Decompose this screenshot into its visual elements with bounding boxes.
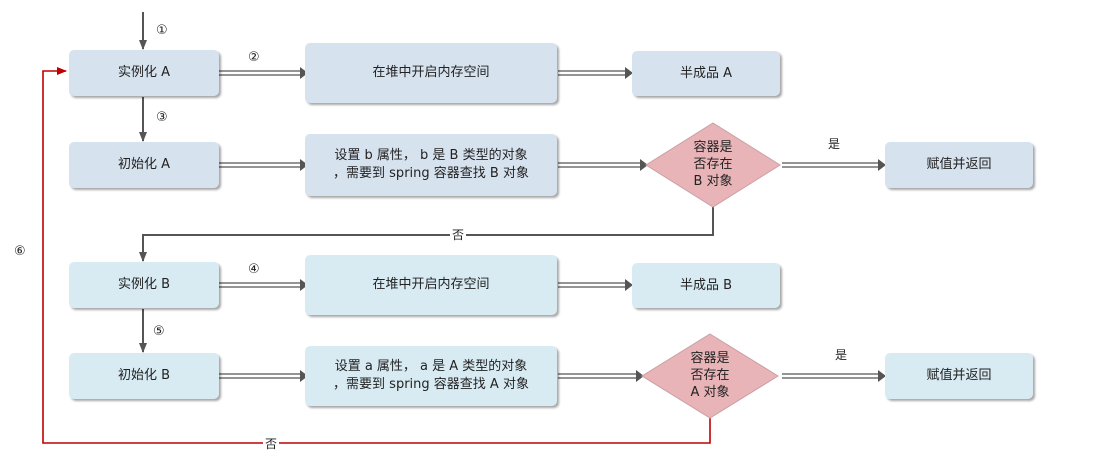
check-b-line-2: 否存在	[693, 157, 733, 172]
step-1-label: ①	[156, 23, 168, 38]
set-b-line-1: 设置 b 属性， b 是 B 类型的对象	[334, 148, 528, 163]
decision-diamond-b	[645, 122, 781, 208]
no-label-1: 否	[450, 228, 467, 242]
set-b-node: 设置 b 属性， b 是 B 类型的对象 ，需要到 spring 容器查找 B …	[305, 134, 557, 196]
arrow-heads	[300, 67, 886, 382]
return-2-label: 赋值并返回	[926, 368, 992, 383]
heap-alloc-b-label: 在堆中开启内存空间	[372, 277, 490, 292]
step-2-label: ②	[248, 50, 260, 65]
semi-product-a-label: 半成品 A	[679, 65, 733, 81]
instantiate-a-node: 实例化 A	[69, 50, 219, 96]
no-path-1	[139, 206, 714, 262]
semi-product-a-node: 半成品 A	[632, 51, 780, 96]
check-b-line-3: B 对象	[693, 174, 733, 189]
return-2-node: 赋值并返回	[885, 353, 1033, 399]
step-6-label: ⑥	[14, 244, 26, 259]
step-4-label: ④	[248, 262, 260, 277]
init-b-label: 初始化 B	[117, 368, 171, 383]
set-a-line-1: 设置 a 属性， a 是 A 类型的对象	[334, 359, 528, 374]
decision-diamond-a	[641, 333, 779, 419]
no-label-2: 否	[263, 437, 280, 451]
step-3-label: ③	[156, 110, 168, 125]
set-a-node: 设置 a 属性， a 是 A 类型的对象 ，需要到 spring 容器查找 A …	[305, 346, 557, 406]
instantiate-a-label: 实例化 A	[117, 65, 171, 80]
heap-alloc-b-node: 在堆中开启内存空间	[305, 255, 557, 315]
instantiate-b-label: 实例化 B	[117, 277, 171, 292]
semi-product-b-node: 半成品 B	[632, 263, 780, 308]
return-1-label: 赋值并返回	[926, 157, 992, 172]
connector-arrows	[219, 70, 878, 379]
heap-alloc-a-node: 在堆中开启内存空间	[305, 43, 557, 103]
check-b-label: 容器是 否存在 B 对象	[673, 139, 753, 190]
yes-label-2: 是	[833, 348, 850, 362]
init-b-node: 初始化 B	[69, 353, 219, 399]
instantiate-b-node: 实例化 B	[69, 262, 219, 308]
check-a-label: 容器是 否存在 A 对象	[670, 350, 750, 401]
check-a-line-3: A 对象	[690, 385, 730, 400]
loop-back-path	[42, 67, 711, 444]
yes-label-1: 是	[826, 137, 843, 151]
step-5-label: ⑤	[153, 324, 165, 339]
return-1-node: 赋值并返回	[885, 142, 1033, 188]
set-a-line-2: ，需要到 spring 容器查找 A 对象	[333, 377, 529, 392]
init-a-node: 初始化 A	[69, 142, 219, 188]
init-a-label: 初始化 A	[117, 157, 171, 172]
heap-alloc-a-label: 在堆中开启内存空间	[372, 65, 490, 80]
check-b-line-1: 容器是	[693, 140, 733, 155]
check-a-line-1: 容器是	[690, 351, 730, 366]
semi-product-b-label: 半成品 B	[679, 277, 733, 293]
set-b-line-2: ，需要到 spring 容器查找 B 对象	[333, 166, 529, 181]
check-a-line-2: 否存在	[690, 368, 730, 383]
